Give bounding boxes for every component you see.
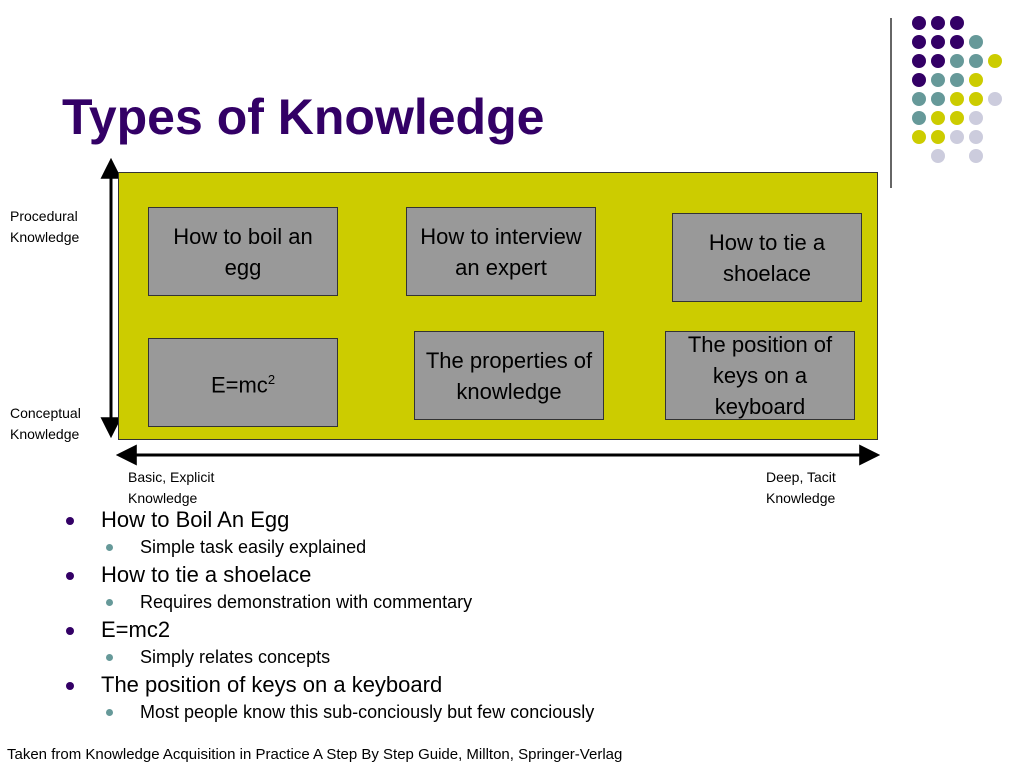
decorative-dot: [931, 54, 945, 68]
decorative-dot: [912, 54, 926, 68]
decorative-dot: [931, 35, 945, 49]
decorative-dot: [912, 130, 926, 144]
decorative-dot: [950, 92, 964, 106]
decorative-divider-line: [890, 18, 892, 188]
box-interview-expert-label: How to interview an expert: [420, 223, 582, 280]
box-keyboard-keys: The position of keys on a keyboard: [665, 331, 855, 420]
bullet-item: The position of keys on a keyboard: [62, 671, 594, 698]
decorative-dot: [912, 35, 926, 49]
box-tie-shoelace-label: How to tie a shoelace: [708, 229, 826, 286]
decorative-dot: [969, 130, 983, 144]
decorative-dot: [969, 111, 983, 125]
decorative-dot: [950, 111, 964, 125]
decorative-dot: [912, 16, 926, 30]
box-properties-knowledge-label: The properties of knowledge: [425, 347, 593, 404]
decorative-dot: [969, 35, 983, 49]
decorative-dot: [950, 73, 964, 87]
sub-bullet-item: Most people know this sub-conciously but…: [62, 698, 594, 726]
decorative-dot: [969, 149, 983, 163]
decorative-dot: [912, 73, 926, 87]
axis-label-explicit: Basic, Explicit Knowledge: [128, 469, 215, 506]
sub-bullet-item: Simple task easily explained: [62, 533, 594, 561]
decorative-dot: [931, 92, 945, 106]
decorative-dot: [912, 111, 926, 125]
decorative-dot: [931, 73, 945, 87]
axis-label-procedural: Procedural Knowledge: [10, 208, 80, 245]
box-boil-egg: How to boil an egg: [148, 207, 338, 296]
sub-bullet-item: Requires demonstration with commentary: [62, 588, 594, 616]
sub-bullet-item: Simply relates concepts: [62, 643, 594, 671]
decorative-dot: [969, 54, 983, 68]
citation-footer: Taken from Knowledge Acquisition in Prac…: [7, 746, 623, 763]
decorative-dot: [950, 130, 964, 144]
box-keyboard-keys-label: The position of keys on a keyboard: [687, 332, 833, 419]
decorative-dot: [950, 16, 964, 30]
decorative-dot: [931, 111, 945, 125]
decorative-dot: [931, 130, 945, 144]
box-properties-knowledge: The properties of knowledge: [414, 331, 604, 420]
decorative-dot: [931, 149, 945, 163]
bullet-list: How to Boil An Egg Simple task easily ex…: [62, 506, 594, 726]
slide-title: Types of Knowledge: [62, 89, 545, 145]
box-emc2-label: E=mc2: [211, 364, 275, 400]
box-tie-shoelace: How to tie a shoelace: [672, 213, 862, 302]
emc-superscript: 2: [267, 372, 276, 388]
decorative-dot: [931, 16, 945, 30]
axis-label-conceptual: Conceptual Knowledge: [10, 405, 81, 442]
axis-label-tacit: Deep, Tacit Knowledge: [766, 469, 836, 506]
bullet-item: E=mc2: [62, 616, 594, 643]
box-interview-expert: How to interview an expert: [406, 207, 596, 296]
decorative-dot: [912, 92, 926, 106]
emc-base: E=mc: [210, 372, 268, 398]
decorative-dot: [969, 92, 983, 106]
decorative-dot: [969, 73, 983, 87]
bullet-item: How to Boil An Egg: [62, 506, 594, 533]
box-boil-egg-label: How to boil an egg: [173, 223, 313, 280]
decorative-dot: [950, 35, 964, 49]
box-emc2: E=mc2: [148, 338, 338, 427]
decorative-dot: [950, 54, 964, 68]
bullet-item: How to tie a shoelace: [62, 561, 594, 588]
decorative-dot: [988, 54, 1002, 68]
decorative-dot: [988, 92, 1002, 106]
